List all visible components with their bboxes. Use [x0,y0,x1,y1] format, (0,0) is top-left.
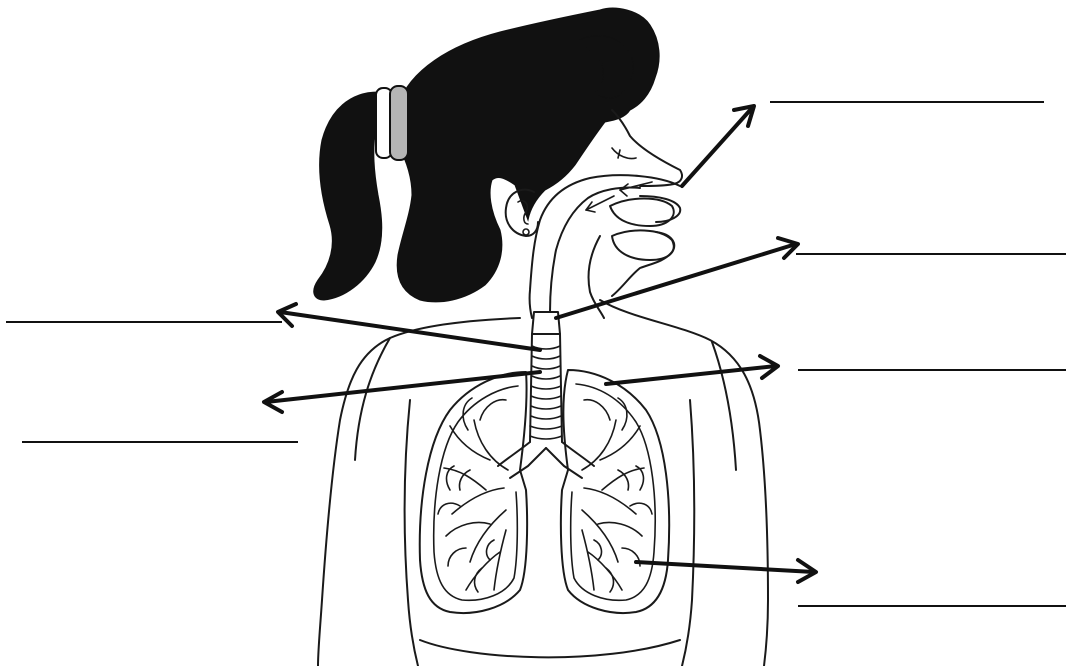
trachea [498,312,594,478]
right-lung [561,370,669,613]
arrow-bronchi [264,372,540,412]
arrow-lungs [606,356,778,384]
hair-band [376,86,408,160]
torso-outline [318,300,768,666]
arrow-trachea [278,304,540,350]
arrow-larynx [556,238,798,318]
hair [314,8,659,302]
arrow-alveoli [636,560,816,582]
arrow-nose [682,106,754,186]
left-lung [420,372,527,613]
